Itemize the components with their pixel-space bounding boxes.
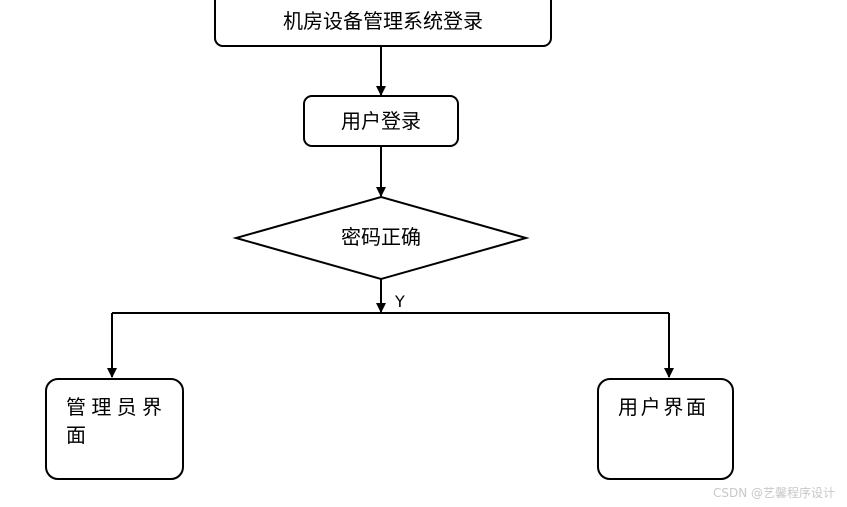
node-password-check-label: 密码正确	[341, 225, 421, 249]
node-admin-interface-label-line2: 面	[66, 423, 86, 447]
node-user-interface: 用户界面	[597, 378, 734, 480]
node-system-login: 机房设备管理系统登录	[214, 0, 552, 47]
edge-label-yes: Y	[394, 292, 405, 311]
node-user-login: 用户登录	[303, 95, 459, 147]
watermark: CSDN @艺馨程序设计	[712, 486, 835, 500]
node-password-check: 密码正确	[232, 195, 530, 281]
node-user-login-label: 用户登录	[341, 109, 421, 133]
node-admin-interface: 管理员界 面	[45, 378, 184, 480]
node-system-login-label: 机房设备管理系统登录	[283, 9, 483, 33]
